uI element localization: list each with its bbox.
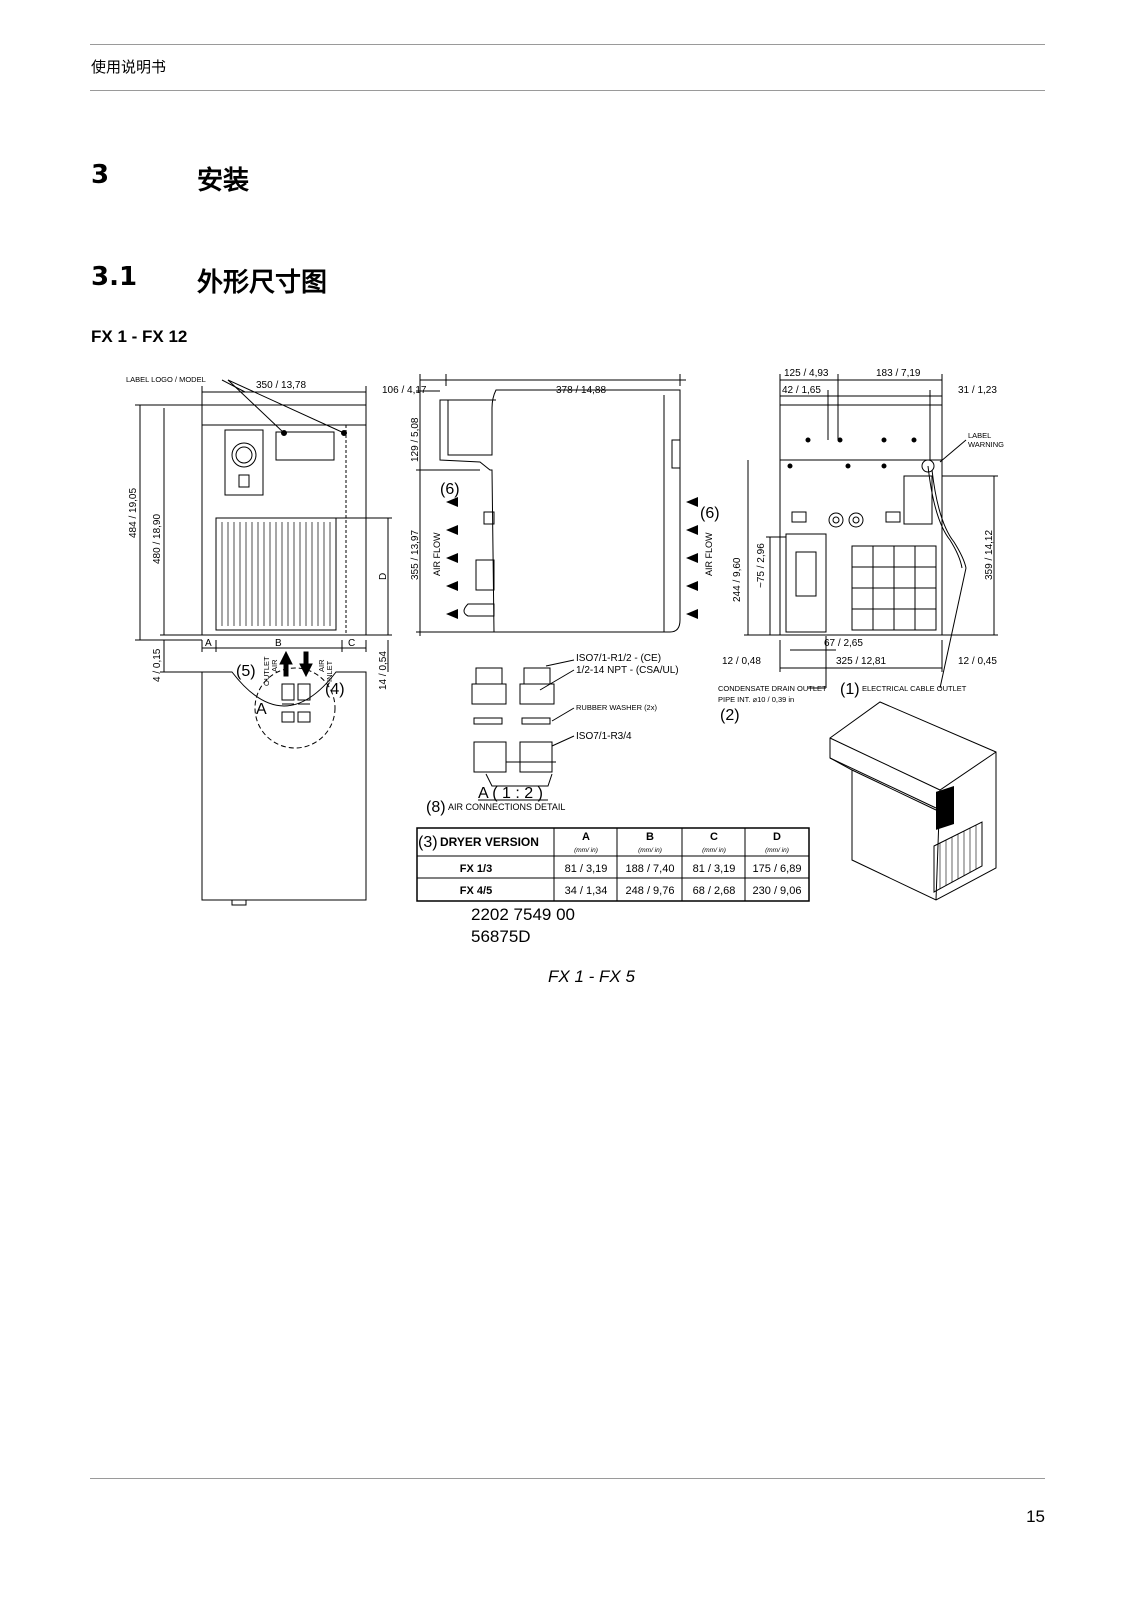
label-npt: 1/2-14 NPT - (CSA/UL)	[576, 665, 679, 676]
dim-c: C	[348, 638, 355, 649]
table-unit-a: (mm/ in)	[574, 847, 598, 854]
table-row-1-c: 81 / 3,19	[693, 863, 736, 875]
table-ref-3: (3)	[418, 834, 438, 851]
dim-rear-75: ~75 / 2,96	[756, 543, 767, 588]
ref-5: (5)	[236, 663, 256, 680]
subsection-title: 外形尺寸图	[197, 268, 328, 298]
dim-rear-183: 183 / 7,19	[876, 368, 921, 379]
dim-b: B	[275, 638, 282, 649]
dim-a: A	[205, 638, 212, 649]
ref-6-right: (6)	[700, 505, 720, 522]
dim-bottom-gap: 14 / 0,54	[378, 651, 389, 690]
figure-caption: FX 1 - FX 5	[548, 967, 635, 986]
label-rubber-washer: RUBBER WASHER (2x)	[576, 703, 657, 712]
table-row-1-a: 81 / 3,19	[565, 863, 608, 875]
side-view	[416, 374, 698, 636]
label-iso-r12: ISO7/1-R1/2 - (CE)	[576, 653, 661, 664]
detail-a-marker: A	[256, 701, 267, 718]
table-col-b: B	[646, 831, 654, 843]
dim-front-height-total: 484 / 19,05	[128, 488, 139, 538]
dim-side-depth-left: 106 / 4,17	[382, 385, 427, 396]
page-number: 15	[1026, 1507, 1045, 1526]
table-row-2-name: FX 4/5	[460, 885, 492, 897]
label-inlet: INLET	[325, 660, 334, 682]
dimension-drawing: LABEL LOGO / MODEL 350 / 13,78 484 / 19,…	[126, 368, 1004, 986]
dim-rear-12-right: 12 / 0,45	[958, 656, 997, 667]
table-row-2-c: 68 / 2,68	[693, 885, 736, 897]
table-row-2-a: 34 / 1,34	[565, 885, 608, 897]
table-col-a: A	[582, 831, 590, 843]
dim-rear-42: 42 / 1,65	[782, 385, 821, 396]
subsection-number: 3.1	[91, 262, 138, 292]
table-row-2-b: 248 / 9,76	[626, 885, 675, 897]
dim-side-top-height: 129 / 5,08	[410, 417, 421, 462]
front-view	[135, 379, 392, 906]
label-iso-r34: ISO7/1-R3/4	[576, 731, 632, 742]
label-air-connections-detail: AIR CONNECTIONS DETAIL	[448, 802, 565, 812]
label-condensate-drain: CONDENSATE DRAIN OUTLET	[718, 684, 827, 693]
ref-8: (8)	[426, 799, 446, 816]
table-col-c: C	[710, 831, 718, 843]
label-air-flow-left: AIR FLOW	[432, 532, 442, 576]
label-detail-scale: A ( 1 : 2 )	[478, 785, 543, 802]
footer-rule	[90, 1478, 1045, 1479]
ref-4: (4)	[325, 681, 345, 698]
dim-side-height: 355 / 13,97	[410, 530, 421, 580]
air-connection-detail	[471, 659, 575, 801]
dim-rear-12-left: 12 / 0,48	[722, 656, 761, 667]
label-air-flow-right: AIR FLOW	[704, 532, 714, 576]
table-row-2-d: 230 / 9,06	[753, 885, 802, 897]
table-row-1-name: FX 1/3	[460, 863, 492, 875]
dim-front-width: 350 / 13,78	[256, 380, 306, 391]
label-air-inlet: AIR	[317, 659, 326, 672]
section-title: 安装	[197, 166, 250, 196]
dim-d: D	[378, 573, 389, 580]
table-unit-c: (mm/ in)	[702, 847, 726, 854]
table-unit-b: (mm/ in)	[638, 847, 662, 854]
table-unit-d: (mm/ in)	[765, 847, 789, 854]
label-logo-model: LABEL LOGO / MODEL	[126, 375, 206, 384]
table-row-1-d: 175 / 6,89	[753, 863, 802, 875]
label-air-outlet: AIR	[270, 659, 279, 672]
label-warning: WARNING	[968, 440, 1004, 449]
dim-rear-359: 359 / 14,12	[984, 530, 995, 580]
dimension-table-grid	[416, 827, 810, 902]
isometric-view	[829, 701, 997, 901]
ref-2: (2)	[720, 707, 740, 724]
header-rule-top	[90, 44, 1045, 45]
table-row-1-b: 188 / 7,40	[626, 863, 675, 875]
label-pipe-int: PIPE INT. ⌀10 / 0,39 in	[718, 695, 794, 704]
dim-rear-125: 125 / 4,93	[784, 368, 829, 379]
ref-6-left: (6)	[440, 481, 460, 498]
dim-rear-31: 31 / 1,23	[958, 385, 997, 396]
label-outlet: OUTLET	[262, 656, 271, 686]
dim-rear-244: 244 / 9,60	[732, 557, 743, 602]
label-label: LABEL	[968, 431, 991, 440]
dim-rear-67: 67 / 2,65	[824, 638, 863, 649]
rear-view	[744, 374, 998, 689]
header-rule-bottom	[90, 90, 1045, 91]
dim-side-depth: 378 / 14,88	[556, 385, 606, 396]
header-title: 使用说明书	[91, 58, 167, 76]
section-number: 3	[91, 160, 110, 190]
ref-1: (1)	[840, 681, 860, 698]
model-range: FX 1 - FX 12	[91, 327, 188, 346]
table-col-d: D	[773, 831, 781, 843]
dim-front-height-body: 480 / 18,90	[152, 514, 163, 564]
dim-front-foot: 4 / 0,15	[152, 648, 163, 682]
table-header-dryer-version: DRYER VERSION	[440, 835, 539, 849]
label-electrical-cable: ELECTRICAL CABLE OUTLET	[862, 684, 967, 693]
drawing-code: 56875D	[471, 927, 531, 946]
dim-rear-325: 325 / 12,81	[836, 656, 886, 667]
part-number: 2202 7549 00	[471, 905, 575, 924]
